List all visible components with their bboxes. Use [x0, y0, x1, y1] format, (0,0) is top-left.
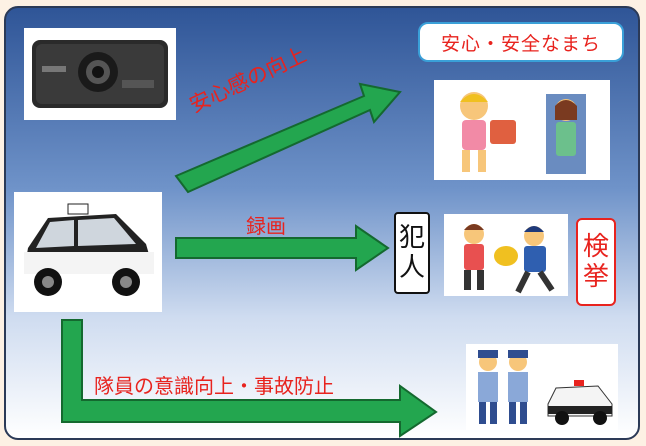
arrest-char-1: 検 — [582, 232, 609, 262]
dashcam-image — [24, 28, 176, 120]
criminal-scene-image — [444, 214, 568, 296]
l-shaped-arrow — [61, 319, 438, 438]
right-arrow — [175, 224, 390, 272]
police-officers-image — [466, 344, 618, 430]
children-image — [434, 80, 610, 180]
arrow-bottom-label: 隊員の意識向上・事故防止 — [94, 374, 334, 398]
culprit-label: 犯 人 — [394, 212, 430, 294]
outcome-label: 安心・安全なまち — [418, 22, 624, 62]
culprit-char-1: 犯 — [398, 223, 425, 253]
arrest-label: 検 挙 — [576, 218, 616, 306]
upward-arrow — [174, 82, 402, 194]
arrest-char-2: 挙 — [582, 262, 609, 292]
arrow-middle-label: 録画 — [246, 214, 286, 238]
patrol-car-image — [14, 192, 162, 312]
culprit-char-2: 人 — [398, 253, 425, 283]
